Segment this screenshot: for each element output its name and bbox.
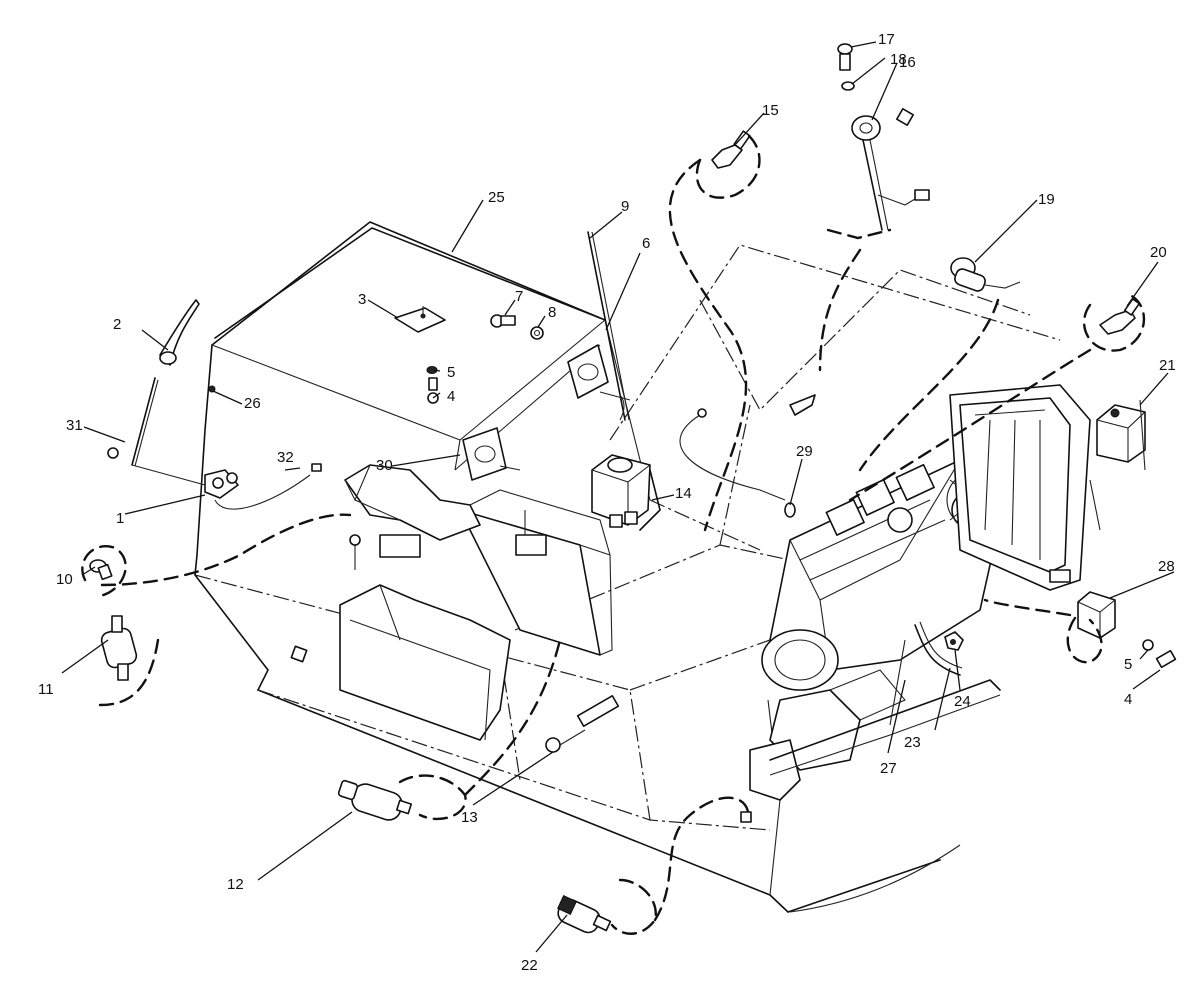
antenna-cable-9 xyxy=(587,231,630,421)
gasket-mount-30 xyxy=(462,427,521,481)
callout-27: 27 xyxy=(880,760,897,777)
solenoid-12 xyxy=(337,779,413,821)
sensor-15 xyxy=(711,130,751,169)
callout-4-right: 4 xyxy=(1124,691,1132,708)
callout-22: 22 xyxy=(521,957,538,974)
callout-3: 3 xyxy=(358,291,366,308)
callout-8: 8 xyxy=(548,304,556,321)
callout-20: 20 xyxy=(1150,244,1167,261)
sensor-13 xyxy=(545,695,620,753)
callout-10: 10 xyxy=(56,571,73,588)
switch-11 xyxy=(100,615,138,681)
callout-labels: 1 2 3 4 4 5 5 6 7 8 9 10 11 12 13 14 15 … xyxy=(38,31,1176,974)
callout-17: 17 xyxy=(878,31,895,48)
starter-22 xyxy=(557,895,612,934)
callout-26: 26 xyxy=(244,395,261,412)
connection-loops xyxy=(81,133,1145,935)
relay-28 xyxy=(1077,591,1177,669)
callout-1: 1 xyxy=(116,510,124,527)
callout-29: 29 xyxy=(796,443,813,460)
callout-5-left: 5 xyxy=(447,364,455,381)
callout-16: 16 xyxy=(899,54,916,71)
wiper-assembly xyxy=(107,299,322,510)
callout-30: 30 xyxy=(376,457,393,474)
callout-19: 19 xyxy=(1038,191,1055,208)
callout-9: 9 xyxy=(621,198,629,215)
clips xyxy=(290,394,816,823)
connector-20 xyxy=(1099,298,1141,335)
fastener-stack-4-5 xyxy=(426,366,439,404)
callout-14: 14 xyxy=(675,485,692,502)
callout-13: 13 xyxy=(461,809,478,826)
plate-part-3 xyxy=(394,306,446,333)
bolt-washer-7-8 xyxy=(490,314,544,340)
callout-12: 12 xyxy=(227,876,244,893)
callout-2: 2 xyxy=(113,316,121,333)
callout-6: 6 xyxy=(642,235,650,252)
control-box-inner xyxy=(339,464,613,741)
radiator xyxy=(949,384,1101,591)
leader-lines xyxy=(61,41,1175,953)
sensor-10 xyxy=(89,559,113,581)
fuel-sender-16 xyxy=(851,108,930,231)
callout-31: 31 xyxy=(66,417,83,434)
callout-11: 11 xyxy=(38,681,54,698)
relay-box-21 xyxy=(1096,399,1146,471)
gasket-mount-6 xyxy=(567,344,631,401)
callout-7: 7 xyxy=(515,288,523,305)
callout-25: 25 xyxy=(488,189,505,206)
callout-15: 15 xyxy=(762,102,779,119)
solenoid-14 xyxy=(591,454,661,531)
callout-24: 24 xyxy=(954,693,971,710)
harness-23-24 xyxy=(914,621,964,676)
callout-18: 18 xyxy=(890,51,907,68)
relay-19 xyxy=(950,257,1021,292)
callout-28: 28 xyxy=(1158,558,1175,575)
screw-17 xyxy=(837,43,853,71)
engine-assembly xyxy=(749,459,1004,801)
callout-5-right: 5 xyxy=(1124,656,1132,673)
washer-18 xyxy=(841,81,855,91)
callout-21: 21 xyxy=(1159,357,1176,374)
callout-23: 23 xyxy=(904,734,921,751)
bracket-27 xyxy=(889,639,906,726)
callout-4-left: 4 xyxy=(447,388,455,405)
callout-32: 32 xyxy=(277,449,294,466)
